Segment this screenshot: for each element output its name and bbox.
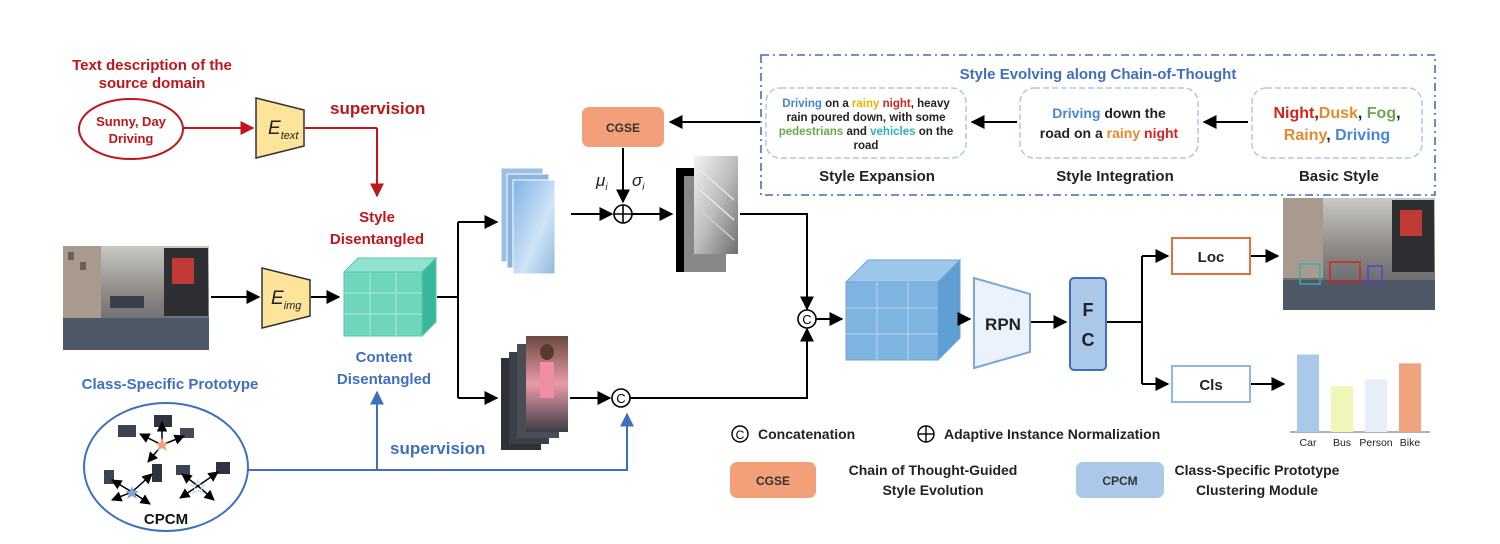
legend-adain-label: Adaptive Instance Normalization xyxy=(944,426,1160,442)
style-integration-caption: Style Integration xyxy=(1056,168,1174,185)
fc-label-line2: C xyxy=(1082,330,1095,350)
style-evolving-title: Style Evolving along Chain-of-Thought xyxy=(960,66,1237,83)
text-encoder-block xyxy=(255,97,305,159)
bar-label-bike: Bike xyxy=(1400,437,1421,449)
style-expansion-line1: Driving on a rainy night, heavy xyxy=(782,98,950,110)
cls-label: Cls xyxy=(1199,377,1222,394)
bar-label-person: Person xyxy=(1359,437,1392,449)
class-specific-prototype-title: Class-Specific Prototype xyxy=(82,376,259,393)
bar-person xyxy=(1365,379,1387,432)
svg-text:C: C xyxy=(802,312,811,327)
source-domain-ellipse xyxy=(78,98,184,160)
cgse-box xyxy=(582,107,664,147)
style-disentangled-line1: Style xyxy=(359,209,395,226)
legend-cpcm-box xyxy=(1076,462,1164,498)
sigma-label: σi xyxy=(632,171,645,193)
class-score-chart: Car Bus Person Bike xyxy=(1290,354,1430,449)
output-detection-image xyxy=(1283,198,1435,310)
style-integration-line2: road on a rainy night xyxy=(1040,125,1179,141)
legend-cgse-line2: Style Evolution xyxy=(882,482,983,498)
rpn-block xyxy=(973,276,1031,370)
fused-feature-cube xyxy=(844,258,962,362)
text-description-group: Text description of the source domain Su… xyxy=(72,57,425,198)
legend-cgse-box xyxy=(730,462,816,498)
bar-car xyxy=(1297,354,1319,432)
input-image xyxy=(63,246,209,350)
stylized-feature-stack xyxy=(676,156,738,272)
legend-cgse-box-label: CGSE xyxy=(756,474,790,488)
content-feature-stack xyxy=(501,336,568,450)
supervision-label-prototype: supervision xyxy=(390,439,485,458)
chart-labels: Car Bus Person Bike xyxy=(1300,437,1421,449)
prototype-cluster-left xyxy=(104,464,162,505)
concat-operator-content: C xyxy=(611,388,631,408)
cgse-label: CGSE xyxy=(606,121,640,135)
style-disentangled-line2: Disentangled xyxy=(330,231,424,248)
text-encoder-label: Etext xyxy=(268,118,299,142)
basic-style-line2: Rainy, Driving xyxy=(1284,127,1390,144)
style-expansion-box xyxy=(765,87,967,159)
loc-label: Loc xyxy=(1198,249,1225,266)
arrow-stylized-to-concat xyxy=(740,213,814,311)
concat-operator-fusion: C xyxy=(797,309,817,329)
source-domain-line1: Sunny, Day xyxy=(96,114,167,129)
source-domain-line2: Driving xyxy=(109,131,154,146)
style-expansion-caption: Style Expansion xyxy=(819,168,935,185)
prototype-cluster-right xyxy=(176,462,230,501)
bar-label-bus: Bus xyxy=(1333,437,1351,449)
basic-style-caption: Basic Style xyxy=(1299,168,1379,185)
style-expansion-line4: road xyxy=(854,140,879,152)
style-integration-line1: Driving down the xyxy=(1052,105,1166,121)
cpcm-label: CPCM xyxy=(144,511,188,528)
disentangled-feature-cube xyxy=(342,256,438,338)
fc-label-line1: F xyxy=(1083,300,1094,320)
legend-cgse-line1: Chain of Thought-Guided xyxy=(849,462,1018,478)
adain-operator xyxy=(613,204,633,224)
prototype-cluster-top xyxy=(118,415,194,463)
basic-style-line1: Night,Dusk, Fog, xyxy=(1273,105,1400,122)
style-integration-box xyxy=(1019,87,1199,159)
style-evolving-panel xyxy=(760,54,1436,196)
mu-label: μi xyxy=(595,171,608,193)
legend-cpcm-line2: Clustering Module xyxy=(1196,482,1318,498)
legend: C Concatenation Adaptive Instance Normal… xyxy=(730,425,1340,498)
supervision-label-text: supervision xyxy=(330,99,425,118)
bar-bus xyxy=(1331,386,1353,432)
image-encoder-label: Eimg xyxy=(271,288,302,312)
supervision-line-prototype xyxy=(248,412,634,471)
legend-concat-label: Concatenation xyxy=(758,426,855,442)
style-expansion-line3: pedestrians and vehicles on the xyxy=(779,126,954,138)
fc-block xyxy=(1069,277,1107,371)
text-description-title-line1: Text description of the xyxy=(72,57,232,74)
legend-adain-symbol xyxy=(917,425,935,443)
basic-style-box xyxy=(1251,87,1423,159)
bar-bike xyxy=(1399,363,1421,432)
cls-box xyxy=(1171,365,1251,403)
style-expansion-line2: rain poured down, with some xyxy=(786,112,945,124)
legend-concat-symbol xyxy=(731,425,749,443)
svg-text:C: C xyxy=(616,391,625,406)
arrow-concat-to-fusion xyxy=(630,327,814,399)
chart-bars xyxy=(1297,354,1421,432)
image-encoder-block xyxy=(261,267,311,329)
content-disentangled-line1: Content xyxy=(356,349,413,366)
svg-text:C: C xyxy=(736,428,745,442)
style-feature-stack xyxy=(500,167,556,275)
legend-cpcm-box-label: CPCM xyxy=(1102,474,1137,488)
content-disentangled-line2: Disentangled xyxy=(337,371,431,388)
loc-box xyxy=(1171,237,1251,275)
rpn-label: RPN xyxy=(985,315,1021,334)
text-description-title-line2: source domain xyxy=(99,75,206,92)
bar-label-car: Car xyxy=(1300,437,1317,449)
legend-cpcm-line1: Class-Specific Prototype xyxy=(1175,462,1340,478)
